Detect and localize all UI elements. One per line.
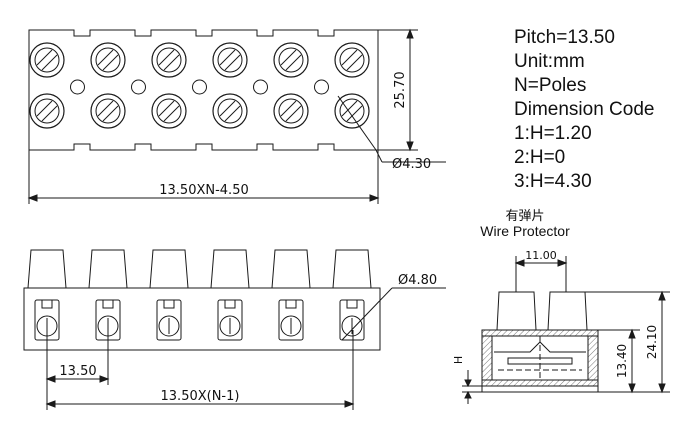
dim-tube-spacing: 11.00: [525, 249, 557, 262]
hole-leader: [375, 149, 383, 163]
spec-code-3: 3:H=4.30: [514, 171, 592, 192]
screw-leader: [341, 287, 393, 341]
top-view-outline: [28, 29, 379, 151]
clamp-tab: [346, 299, 358, 309]
spec-code-2: 2:H=0: [514, 147, 566, 168]
dim-h-label: H: [452, 356, 465, 364]
screw-head-icon: [341, 315, 363, 337]
arrow-head: [464, 390, 472, 399]
clamp-tab: [224, 299, 236, 309]
screw-head-icon: [280, 315, 302, 337]
dim-screw-diameter: Ø4.80: [398, 273, 437, 288]
clamp-tab: [102, 299, 114, 309]
screw-head-icon: [219, 315, 241, 337]
dim-total-height: 24.10: [645, 325, 659, 359]
front-body: [23, 287, 381, 351]
front-terminal: [149, 249, 189, 341]
arrow-head: [628, 328, 636, 339]
arrow-head: [464, 379, 472, 388]
wire-tube: [27, 249, 67, 289]
arrow-head: [369, 194, 380, 202]
hatch-bottom: [481, 379, 599, 387]
dim-body-height: 13.40: [615, 344, 629, 378]
arrow-head: [514, 259, 525, 267]
top-view: [27, 28, 446, 204]
mounting-hole-icon: [70, 79, 85, 95]
dim-length-formula: 13.50XN-4.50: [159, 183, 248, 198]
clamp-tab: [163, 299, 175, 309]
front-pole-group: [27, 249, 372, 341]
front-terminal: [27, 249, 67, 341]
small-hole-group: [70, 79, 329, 95]
terminal-screw-icon: [151, 42, 187, 78]
clamp-tab: [285, 299, 297, 309]
clamp-base: [507, 357, 573, 365]
terminal-screw-icon: [273, 93, 309, 129]
dim-span-formula: 13.50X(N-1): [161, 389, 240, 404]
spec-dimension-code: Dimension Code: [514, 99, 655, 120]
arrow-head: [406, 141, 414, 152]
wire-tube: [271, 249, 311, 289]
terminal-screw-icon: [29, 42, 65, 78]
terminal-screw-icon: [29, 93, 65, 129]
arrow-head: [99, 375, 110, 383]
terminal-screw-icon: [151, 93, 187, 129]
mounting-hole-icon: [253, 79, 268, 95]
arrow-head: [658, 290, 666, 301]
side-tube-left: [496, 291, 537, 331]
mounting-hole-icon: [192, 79, 207, 95]
arrow-head: [344, 400, 355, 408]
front-terminal: [332, 249, 372, 341]
arrow-head: [557, 259, 568, 267]
caption-chinese: 有弹片: [505, 209, 545, 224]
front-terminal: [271, 249, 311, 341]
spec-list: Pitch=13.50 Unit:mm N=Poles Dimension Co…: [514, 26, 654, 194]
dim-hole-diameter: Ø4.30: [392, 157, 431, 172]
clamp-tab: [41, 299, 53, 309]
spec-poles: N=Poles: [514, 75, 587, 96]
arrow-head: [628, 383, 636, 394]
mounting-hole-icon: [314, 79, 329, 95]
mounting-hole-icon: [131, 79, 146, 95]
front-terminal: [210, 249, 250, 341]
terminal-screw-icon: [334, 42, 370, 78]
wire-tube: [332, 249, 372, 289]
wire-tube: [149, 249, 189, 289]
hatch-right: [587, 335, 599, 381]
hatch-top: [481, 329, 599, 337]
wire-tube: [210, 249, 250, 289]
terminal-screw-icon: [212, 42, 248, 78]
terminal-screw-icon: [212, 93, 248, 129]
caption-english: Wire Protector: [480, 223, 570, 239]
front-view: [23, 249, 446, 410]
spec-unit: Unit:mm: [514, 51, 585, 72]
arrow-head: [658, 383, 666, 394]
front-terminal: [88, 249, 128, 341]
side-view: [462, 256, 670, 404]
screw-head-icon: [158, 315, 180, 337]
wire-tube: [88, 249, 128, 289]
side-tube-right: [547, 291, 588, 331]
spec-pitch: Pitch=13.50: [514, 27, 615, 48]
spec-code-1: 1:H=1.20: [514, 123, 592, 144]
dim-height-top: 25.70: [393, 71, 408, 108]
terminal-screw-icon: [90, 93, 126, 129]
dim-pitch: 13.50: [59, 364, 96, 379]
terminal-screw-icon: [90, 42, 126, 78]
arrow-head: [45, 375, 56, 383]
arrow-head: [406, 28, 414, 39]
hole-leader: [337, 95, 377, 151]
hatch-left: [481, 335, 493, 381]
arrow-head: [45, 400, 56, 408]
top-screw-group: [29, 42, 370, 129]
arrow-head: [27, 194, 38, 202]
terminal-screw-icon: [334, 93, 370, 129]
terminal-screw-icon: [273, 42, 309, 78]
